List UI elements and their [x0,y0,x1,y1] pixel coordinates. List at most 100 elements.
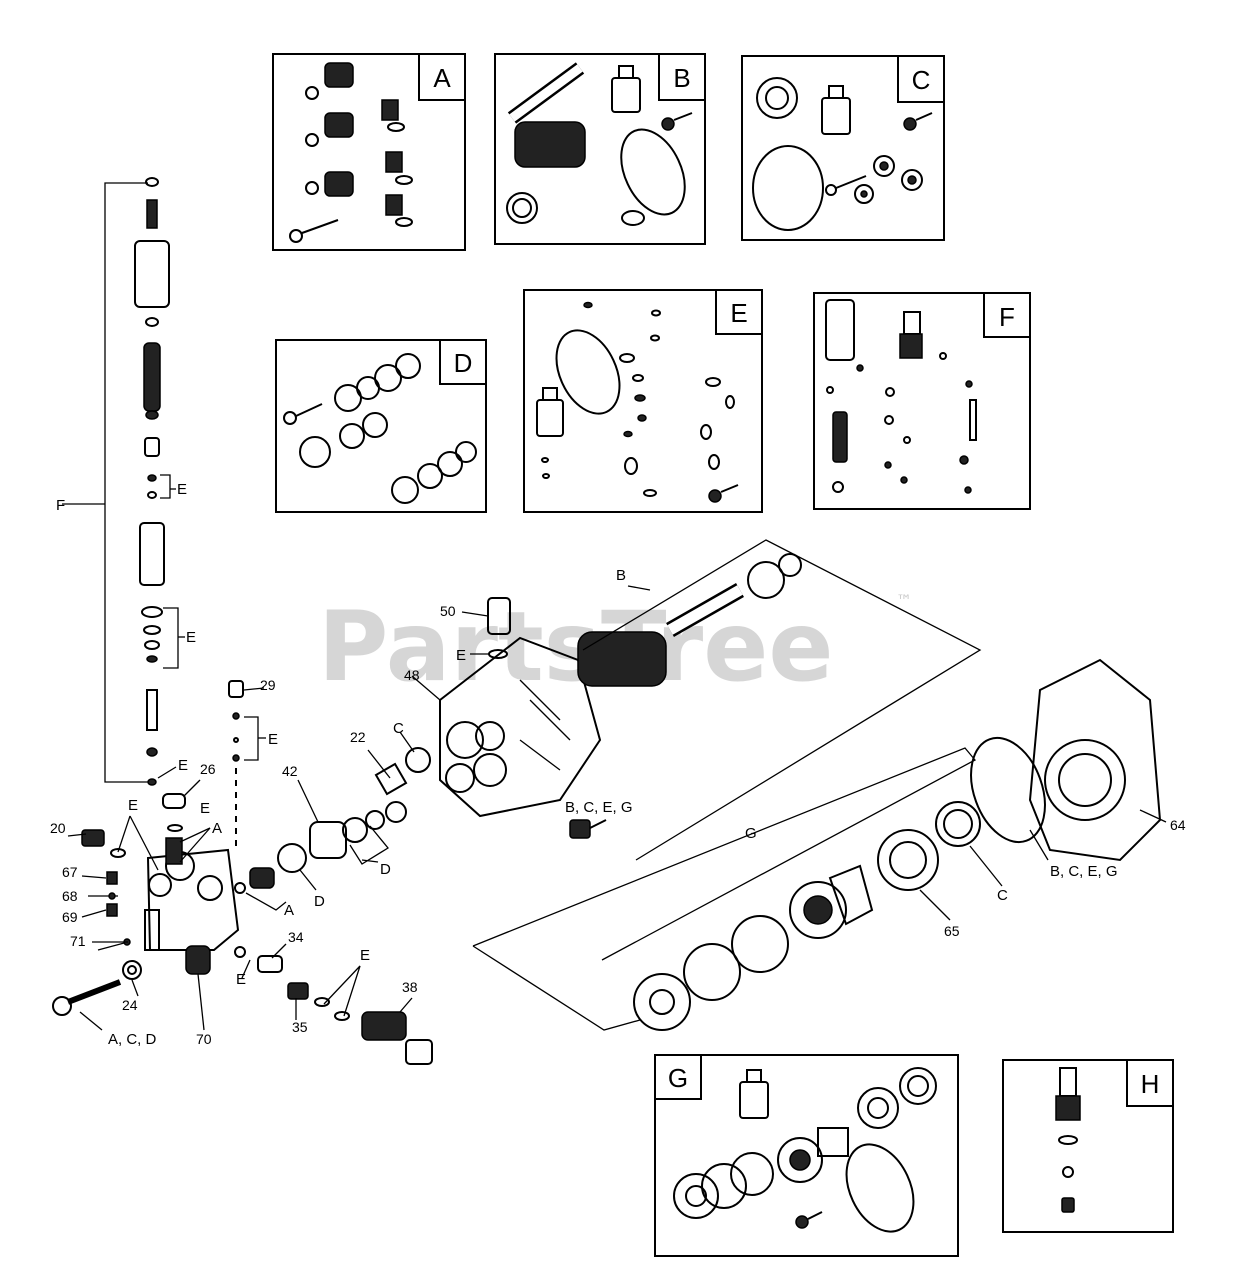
kit-c-nut-3 [901,169,923,191]
callout-part-69: 69 [62,909,78,925]
kit-a-spring-2 [385,151,413,185]
seals-22-c [367,731,431,796]
kit-g-oring [845,1143,915,1233]
washer-24 [122,960,142,980]
kit-box-h[interactable]: H [1002,1059,1174,1233]
kit-b-seal [506,192,538,224]
kit-box-f[interactable]: F [813,292,1031,510]
callout-letter-e-stem3: E [178,757,188,774]
parts-67-68-69 [88,871,118,917]
kit-box-d[interactable]: D [275,339,487,513]
callout-part-22: 22 [350,729,366,745]
callout-letter-e-38: E [360,947,370,964]
callout-part-68: 68 [62,888,78,904]
callout-part-38: 38 [402,979,418,995]
callout-combo-b-c-e-g-screw: B, C, E, G [565,799,633,816]
crankcase-48 [439,636,602,818]
plunger-assembly-b [577,539,982,861]
kit-b-washer [621,210,645,226]
kit-b-screw [661,112,693,131]
kit-a-valve-3 [305,171,354,197]
callout-letter-b-shaft: B [616,567,626,584]
rear-housing-64 [877,658,1162,891]
callout-part-67: 67 [62,864,78,880]
kit-g-bearing-2 [899,1067,937,1105]
kit-g-shaft-seal [777,1127,849,1183]
kit-h-ball [1062,1166,1074,1178]
kit-c-oring [752,145,824,231]
kit-c-oil-bottle [821,85,851,135]
cap-20 [81,829,126,858]
kit-box-c[interactable]: C [741,55,945,241]
kit-d-seal-set-2 [299,412,388,468]
kit-label-g: G [668,1063,688,1093]
kit-label-d: D [454,348,473,378]
callout-letter-d-seals: D [380,861,391,878]
kit-label-b: B [673,63,690,93]
kit-box-e[interactable]: E [523,289,763,513]
callout-letter-f: F [56,497,65,514]
callout-letter-a-valve: A [284,902,294,919]
valve-a [234,867,287,911]
kit-g-bearing-1 [857,1087,899,1129]
crankshaft-group-g [472,747,977,1031]
kit-box-g[interactable]: G [654,1054,959,1257]
fitting-29 [228,680,266,850]
kit-g-washers [673,1152,774,1219]
kit-d-seal-set-3 [391,441,477,504]
stem-parts [134,177,170,786]
kit-f-nipple [899,311,923,359]
kit-f-pin [969,399,977,441]
kit-a-valve-1 [305,62,354,100]
callout-letter-e-34: E [236,971,246,988]
kit-b-spring [514,121,586,168]
callout-part-24: 24 [122,997,138,1013]
bolt-a-c-d [52,938,131,1016]
callout-part-50: 50 [440,603,456,619]
callout-letter-e-stem1: E [177,481,187,498]
seal-stack-42-d [277,801,407,873]
kit-a-spring-1 [381,99,405,132]
bracket-e-stem [157,474,185,779]
callout-letter-c-22: C [393,720,404,737]
kit-h-oring [1058,1135,1078,1145]
callout-part-20: 20 [50,820,66,836]
pump-manifold [144,848,240,975]
kit-b-plunger [507,62,585,124]
callout-part-29: 29 [260,677,276,693]
kit-h-seat [1061,1197,1075,1213]
bracket-f [62,182,148,783]
screw-b-c-e-g [569,819,607,839]
callout-letter-g: G [745,825,757,842]
callout-letter-a-26: A [212,820,222,837]
callout-letter-e-50: E [456,647,466,664]
kit-e-oil-bottle [536,387,564,437]
kit-a-valve-2 [305,112,354,147]
kit-e-oring [555,329,621,415]
watermark-text: PartsTree [318,591,833,703]
kit-c-nut-2 [854,184,874,204]
kit-b-oil-bottle [611,65,641,113]
kit-f-small-parts [826,352,973,494]
kit-g-screw [795,1211,823,1229]
kit-label-a: A [433,63,451,93]
kit-h-nipple [1055,1067,1081,1121]
callout-part-34: 34 [288,929,304,945]
kit-a-spring-3 [385,194,413,227]
callout-part-71: 71 [70,933,86,949]
kit-label-f: F [999,302,1015,332]
kit-c-screw [903,112,933,131]
callout-letter-c-65: C [997,887,1008,904]
kit-box-a[interactable]: A [272,53,466,251]
callout-combo-b-c-e-g-seal: B, C, E, G [1050,863,1118,880]
fittings-34-35-38 [234,946,433,1065]
kit-label-c: C [912,65,931,95]
kit-e-screw [708,484,739,503]
plug-26 [162,793,186,865]
callout-part-70: 70 [196,1031,212,1047]
leader-lines [67,585,1167,1031]
kit-box-b[interactable]: B [494,53,706,245]
callout-part-42: 42 [282,763,298,779]
callout-part-65: 65 [944,923,960,939]
